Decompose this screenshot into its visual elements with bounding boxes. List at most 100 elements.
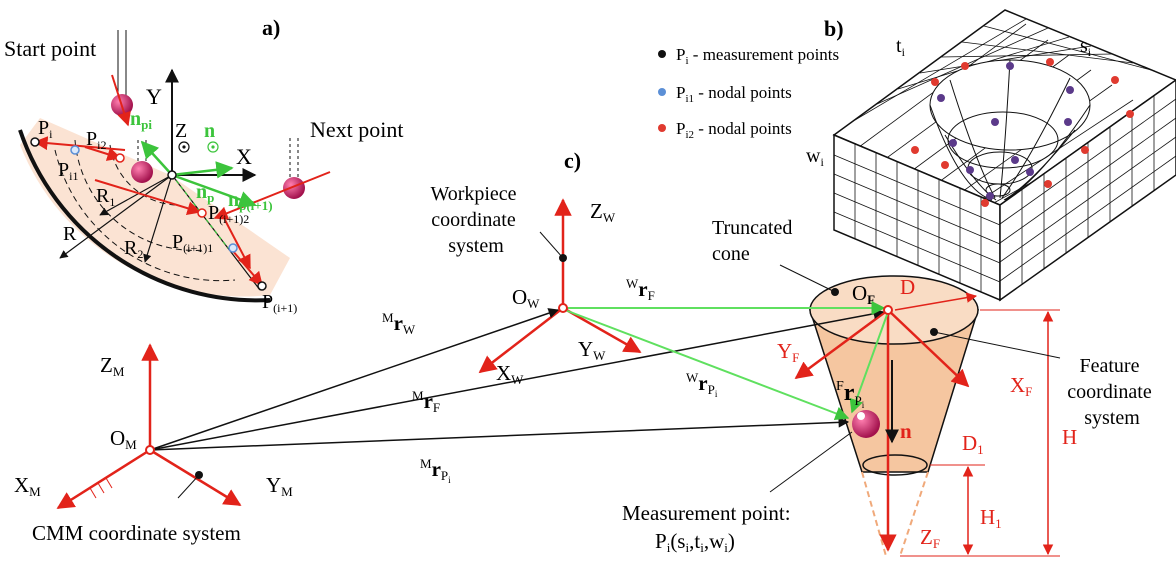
axis-yw	[562, 306, 642, 354]
label-w-rp: WrPi	[686, 370, 718, 399]
origin-of	[883, 305, 893, 315]
point-pi2	[115, 153, 125, 163]
truncated-cone-label: Truncated cone	[712, 217, 797, 265]
axis-z-label: Z	[175, 120, 187, 142]
normal-np-next	[171, 173, 257, 208]
origin-ow	[558, 303, 568, 313]
legend-dot-nodal2	[658, 124, 666, 132]
panel-c-tag: c)	[564, 148, 581, 173]
cone-ext-left	[861, 471, 887, 557]
legend-text-nodal2: Pi2 - nodal points	[676, 119, 792, 141]
s-label: si	[1080, 35, 1092, 59]
vec-w-rp	[564, 309, 850, 421]
pi-label: Pi	[38, 117, 53, 141]
ground-hatch	[89, 477, 113, 499]
panel-c: c)	[14, 148, 1152, 557]
radius-r1	[99, 174, 173, 216]
leader-feature-dot	[930, 328, 938, 336]
cone-top-ellipse	[809, 275, 979, 345]
pi-expression-label: Pi(si,ti,wi)	[655, 529, 735, 555]
of-label: OF	[852, 281, 875, 307]
r1-label: R1	[96, 185, 115, 209]
z-dot-center	[182, 145, 186, 149]
leader-workpiece-dot	[559, 254, 567, 262]
point-origin-a	[167, 170, 177, 180]
normal-dashed	[171, 174, 229, 249]
probe-ball-mid	[131, 161, 153, 183]
normal-npi	[140, 140, 173, 176]
n-p-label: np	[196, 181, 214, 205]
label-m-rp: MrPi	[420, 456, 451, 485]
n-dot-center	[211, 145, 215, 149]
dashed-arc-r2	[54, 149, 236, 282]
ow-label: OW	[512, 285, 540, 311]
legend-dot-measurement	[658, 50, 666, 58]
p-next2-label: P(i+1)2	[208, 202, 249, 226]
next-point-label: Next point	[310, 117, 404, 142]
cmm-cs-label: CMM coordinate system	[32, 521, 241, 545]
axis-x-label: X	[236, 144, 252, 169]
axis-xw	[478, 307, 564, 374]
axis-yf	[794, 308, 889, 380]
panel-b-tag: b)	[824, 16, 844, 41]
r-label: R	[63, 223, 77, 245]
legend-text-measurement: Pi - measurement points	[676, 45, 839, 67]
p-next-label: P(i+1)	[262, 291, 297, 315]
d1-label: D1	[962, 431, 984, 457]
panel-a: a) Start point Next point X Y Z n npi np…	[4, 15, 404, 315]
normal-np	[171, 161, 234, 179]
yf-label: YF	[777, 339, 799, 365]
path-arrow-3	[84, 146, 122, 161]
pi2-label: Pi2	[86, 128, 106, 152]
label-m-rw: MrW	[382, 310, 416, 337]
point-p-next	[257, 281, 267, 291]
label-f-rp: FrPi	[836, 379, 865, 410]
p-next1-label: P(i+1)1	[172, 231, 213, 255]
leader-feature	[933, 331, 1061, 359]
measurement-probe-ball	[852, 410, 880, 438]
legend-text-nodal1: Pi1 - nodal points	[676, 83, 792, 105]
point-p-next1	[228, 243, 238, 253]
point-pi1	[70, 145, 80, 155]
axis-xf	[887, 309, 970, 388]
h-label: H	[1062, 425, 1077, 449]
path-arrow-4	[94, 179, 202, 216]
radius-r	[59, 174, 173, 259]
axis-xm	[56, 448, 151, 510]
axis-ym	[149, 448, 242, 507]
vec-m-rf	[149, 308, 885, 451]
leader-cone-dot	[831, 288, 839, 296]
leader-cone	[779, 264, 836, 293]
label-m-rf: MrF	[412, 388, 440, 415]
vec-m-rp	[149, 417, 850, 451]
yw-label: YW	[578, 337, 606, 363]
vec-m-rw	[149, 308, 559, 451]
n-p-next-label: np(i+1)	[228, 189, 273, 213]
h1-label: H1	[980, 505, 1002, 531]
panel-a-tag: a)	[262, 15, 280, 40]
xf-label: XF	[1010, 373, 1032, 399]
xm-label: XM	[14, 473, 41, 499]
panel-b: b) Pi - measurement points Pi1 - nodal p…	[658, 9, 1176, 302]
path-arrow-7	[231, 249, 263, 287]
path-arrow-6	[224, 219, 251, 270]
dashed-arc-r1	[74, 139, 206, 251]
surface-points	[911, 58, 1134, 207]
path-arrow-5	[213, 171, 331, 220]
path-arrow-1	[111, 74, 131, 127]
probe-ball-next	[283, 177, 305, 199]
leader-cmm-dot	[195, 471, 203, 479]
measurement-highlight	[857, 412, 865, 420]
zf-label: ZF	[920, 525, 940, 551]
origin-om	[145, 445, 155, 455]
cone-bottom-ellipse	[862, 454, 928, 476]
legend-dot-nodal1	[658, 88, 666, 96]
r2-label: R2	[124, 237, 143, 261]
zm-label: ZM	[100, 353, 125, 379]
workpiece-cs-label: Workpiece coordinate system	[430, 183, 521, 257]
d-label: D	[900, 275, 915, 299]
n-vector-label: n	[900, 419, 912, 443]
right-grid	[999, 96, 1176, 285]
